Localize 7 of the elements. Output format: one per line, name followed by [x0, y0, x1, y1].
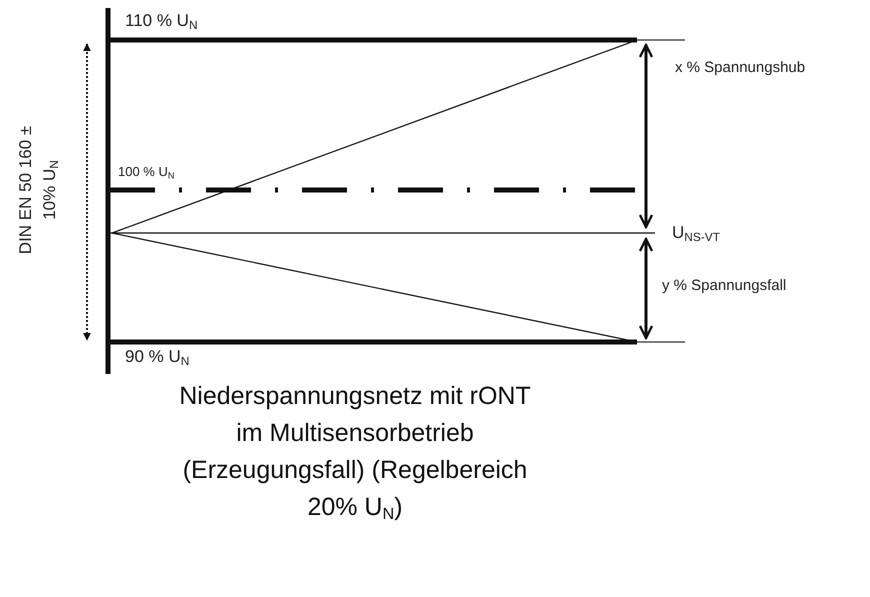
caption: Niederspannungsnetz mit rONT im Multisensorbetrieb (Erzeugungsfall) (Regelbereich 20% U$_{N}$) — [178, 381, 532, 526]
voltage-label: 90 % U$_{N}$ — [125, 348, 190, 368]
range-label: y % Spannungsfall — [662, 278, 786, 294]
voltage-label: U$_{NS-VT}$ — [672, 224, 720, 244]
range-label: x % Spannungshub — [675, 60, 806, 76]
voltage-label: 110 % U$_{N}$ — [125, 12, 198, 32]
voltage-label: 100 % U$_{N}$ — [118, 165, 174, 180]
